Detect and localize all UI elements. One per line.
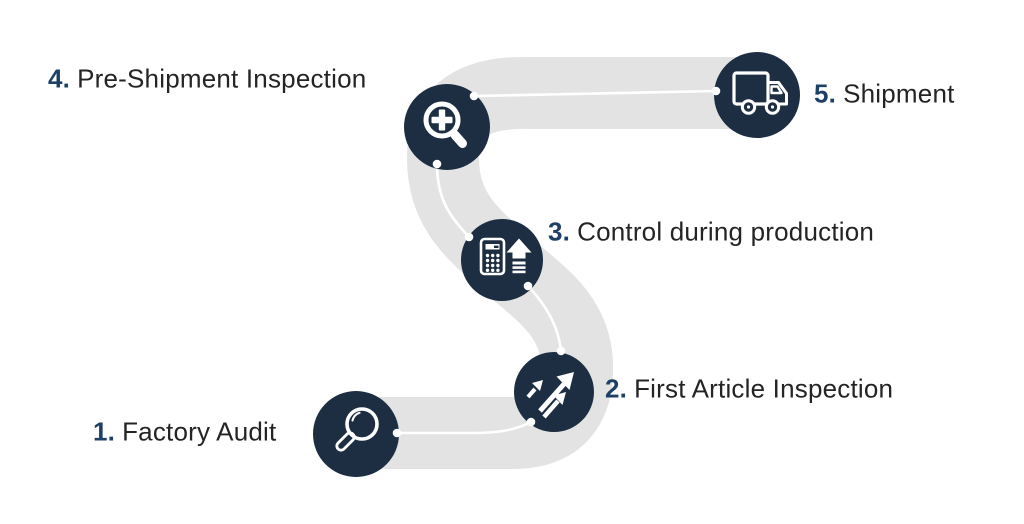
- step-1-circle: [313, 391, 399, 477]
- calculator-arrow-icon: [479, 237, 532, 276]
- step-1-number: 1.: [93, 416, 116, 447]
- step-5-node: [714, 52, 800, 138]
- calculator-keys: [485, 253, 500, 272]
- connector-3-2: [527, 285, 563, 352]
- connector-4-3: [435, 163, 470, 238]
- step-2-text: First Article Inspection: [634, 373, 894, 404]
- connector-dots: [392, 86, 721, 438]
- step-4-circle: [404, 84, 490, 170]
- step-5-text: Shipment: [843, 78, 955, 109]
- connector-4-5: [473, 89, 717, 98]
- step-3-label: 3.Control during production: [548, 217, 874, 247]
- step-5-number: 5.: [814, 78, 837, 109]
- step-4-node: [404, 84, 490, 170]
- step-4-number: 4.: [48, 63, 71, 94]
- step-4-text: Pre-Shipment Inspection: [77, 63, 367, 94]
- step-1-text: Factory Audit: [122, 416, 277, 447]
- step-3-text: Control during production: [577, 216, 875, 247]
- step-1-node: [313, 391, 399, 477]
- magnifier-icon: [335, 407, 379, 452]
- step-3-number: 3.: [548, 216, 571, 247]
- connector-lines: [397, 89, 717, 435]
- step-2-label: 2.First Article Inspection: [605, 374, 893, 404]
- step-1-label: 1.Factory Audit: [93, 417, 276, 447]
- truck-icon: [732, 71, 788, 115]
- step-2-node: [514, 352, 594, 432]
- step-2-number: 2.: [605, 373, 628, 404]
- step-3-node: [461, 219, 543, 301]
- trend-arrows-icon: [526, 372, 574, 419]
- step-5-label: 5.Shipment: [814, 79, 955, 109]
- zoom-in-icon: [423, 101, 467, 148]
- connector-2-1: [397, 420, 532, 435]
- step-4-label: 4.Pre-Shipment Inspection: [48, 64, 366, 94]
